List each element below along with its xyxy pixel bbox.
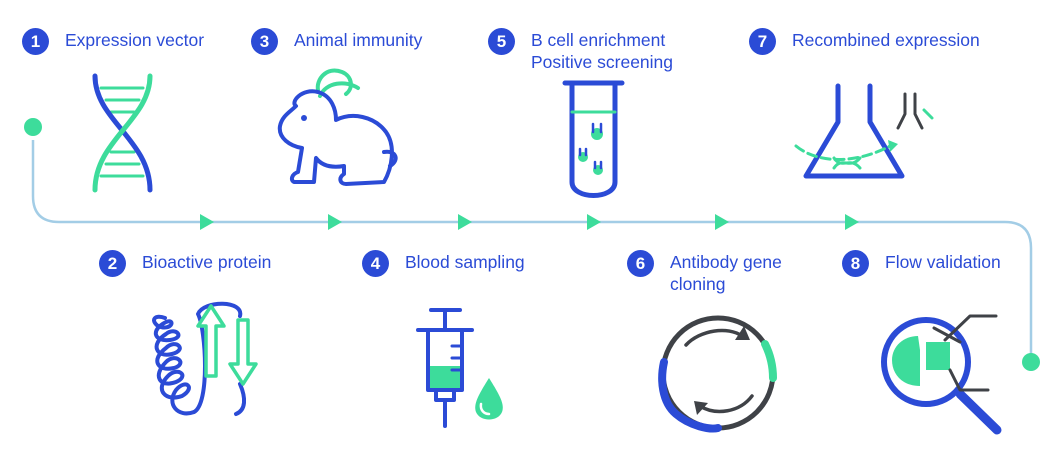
step-label: Antibody gene cloning [670, 252, 782, 294]
flow-arrow [845, 214, 859, 230]
step-label: Blood sampling [405, 252, 525, 272]
step-label: Expression vector [65, 30, 205, 50]
step-2: 2 Bioactive protein [99, 250, 272, 277]
step-1: 1 Expression vector [22, 28, 205, 55]
step-label: Bioactive protein [142, 252, 272, 272]
step-number: 8 [842, 250, 869, 277]
flow-start-dot [24, 118, 42, 136]
step-number: 3 [251, 28, 278, 55]
flow-arrow [715, 214, 729, 230]
step-3: 3 Animal immunity [251, 28, 423, 55]
flow-arrow [458, 214, 472, 230]
step-label: Animal immunity [294, 30, 423, 50]
flow-end-dot [1022, 353, 1040, 371]
step-number: 5 [488, 28, 515, 55]
plasmid-icon [658, 315, 777, 433]
step-4: 4 Blood sampling [362, 250, 525, 277]
syringe-icon [416, 308, 503, 428]
step-number: 7 [749, 28, 776, 55]
step-label: Recombined expression [792, 30, 980, 50]
dna-icon [92, 73, 153, 193]
step-label: B cell enrichment Positive screening [531, 30, 674, 72]
step-label: Flow validation [885, 252, 1001, 272]
rabbit-icon [277, 68, 398, 186]
step-5: 5 B cell enrichment Positive screening [488, 28, 674, 73]
flask-icon [794, 83, 934, 179]
step-7: 7 Recombined expression [749, 28, 980, 55]
magnifier-chart-icon [881, 314, 1002, 435]
step-6: 6 Antibody gene cloning [627, 250, 782, 295]
step-8: 8 Flow validation [842, 250, 1001, 277]
flow-arrow [587, 214, 601, 230]
step-number: 6 [627, 250, 654, 277]
step-number: 2 [99, 250, 126, 277]
flow-arrow [328, 214, 342, 230]
test-tube-icon [562, 80, 625, 198]
protein-structure-icon [152, 301, 258, 416]
step-number: 4 [362, 250, 389, 277]
flow-arrow [200, 214, 214, 230]
step-number: 1 [22, 28, 49, 55]
